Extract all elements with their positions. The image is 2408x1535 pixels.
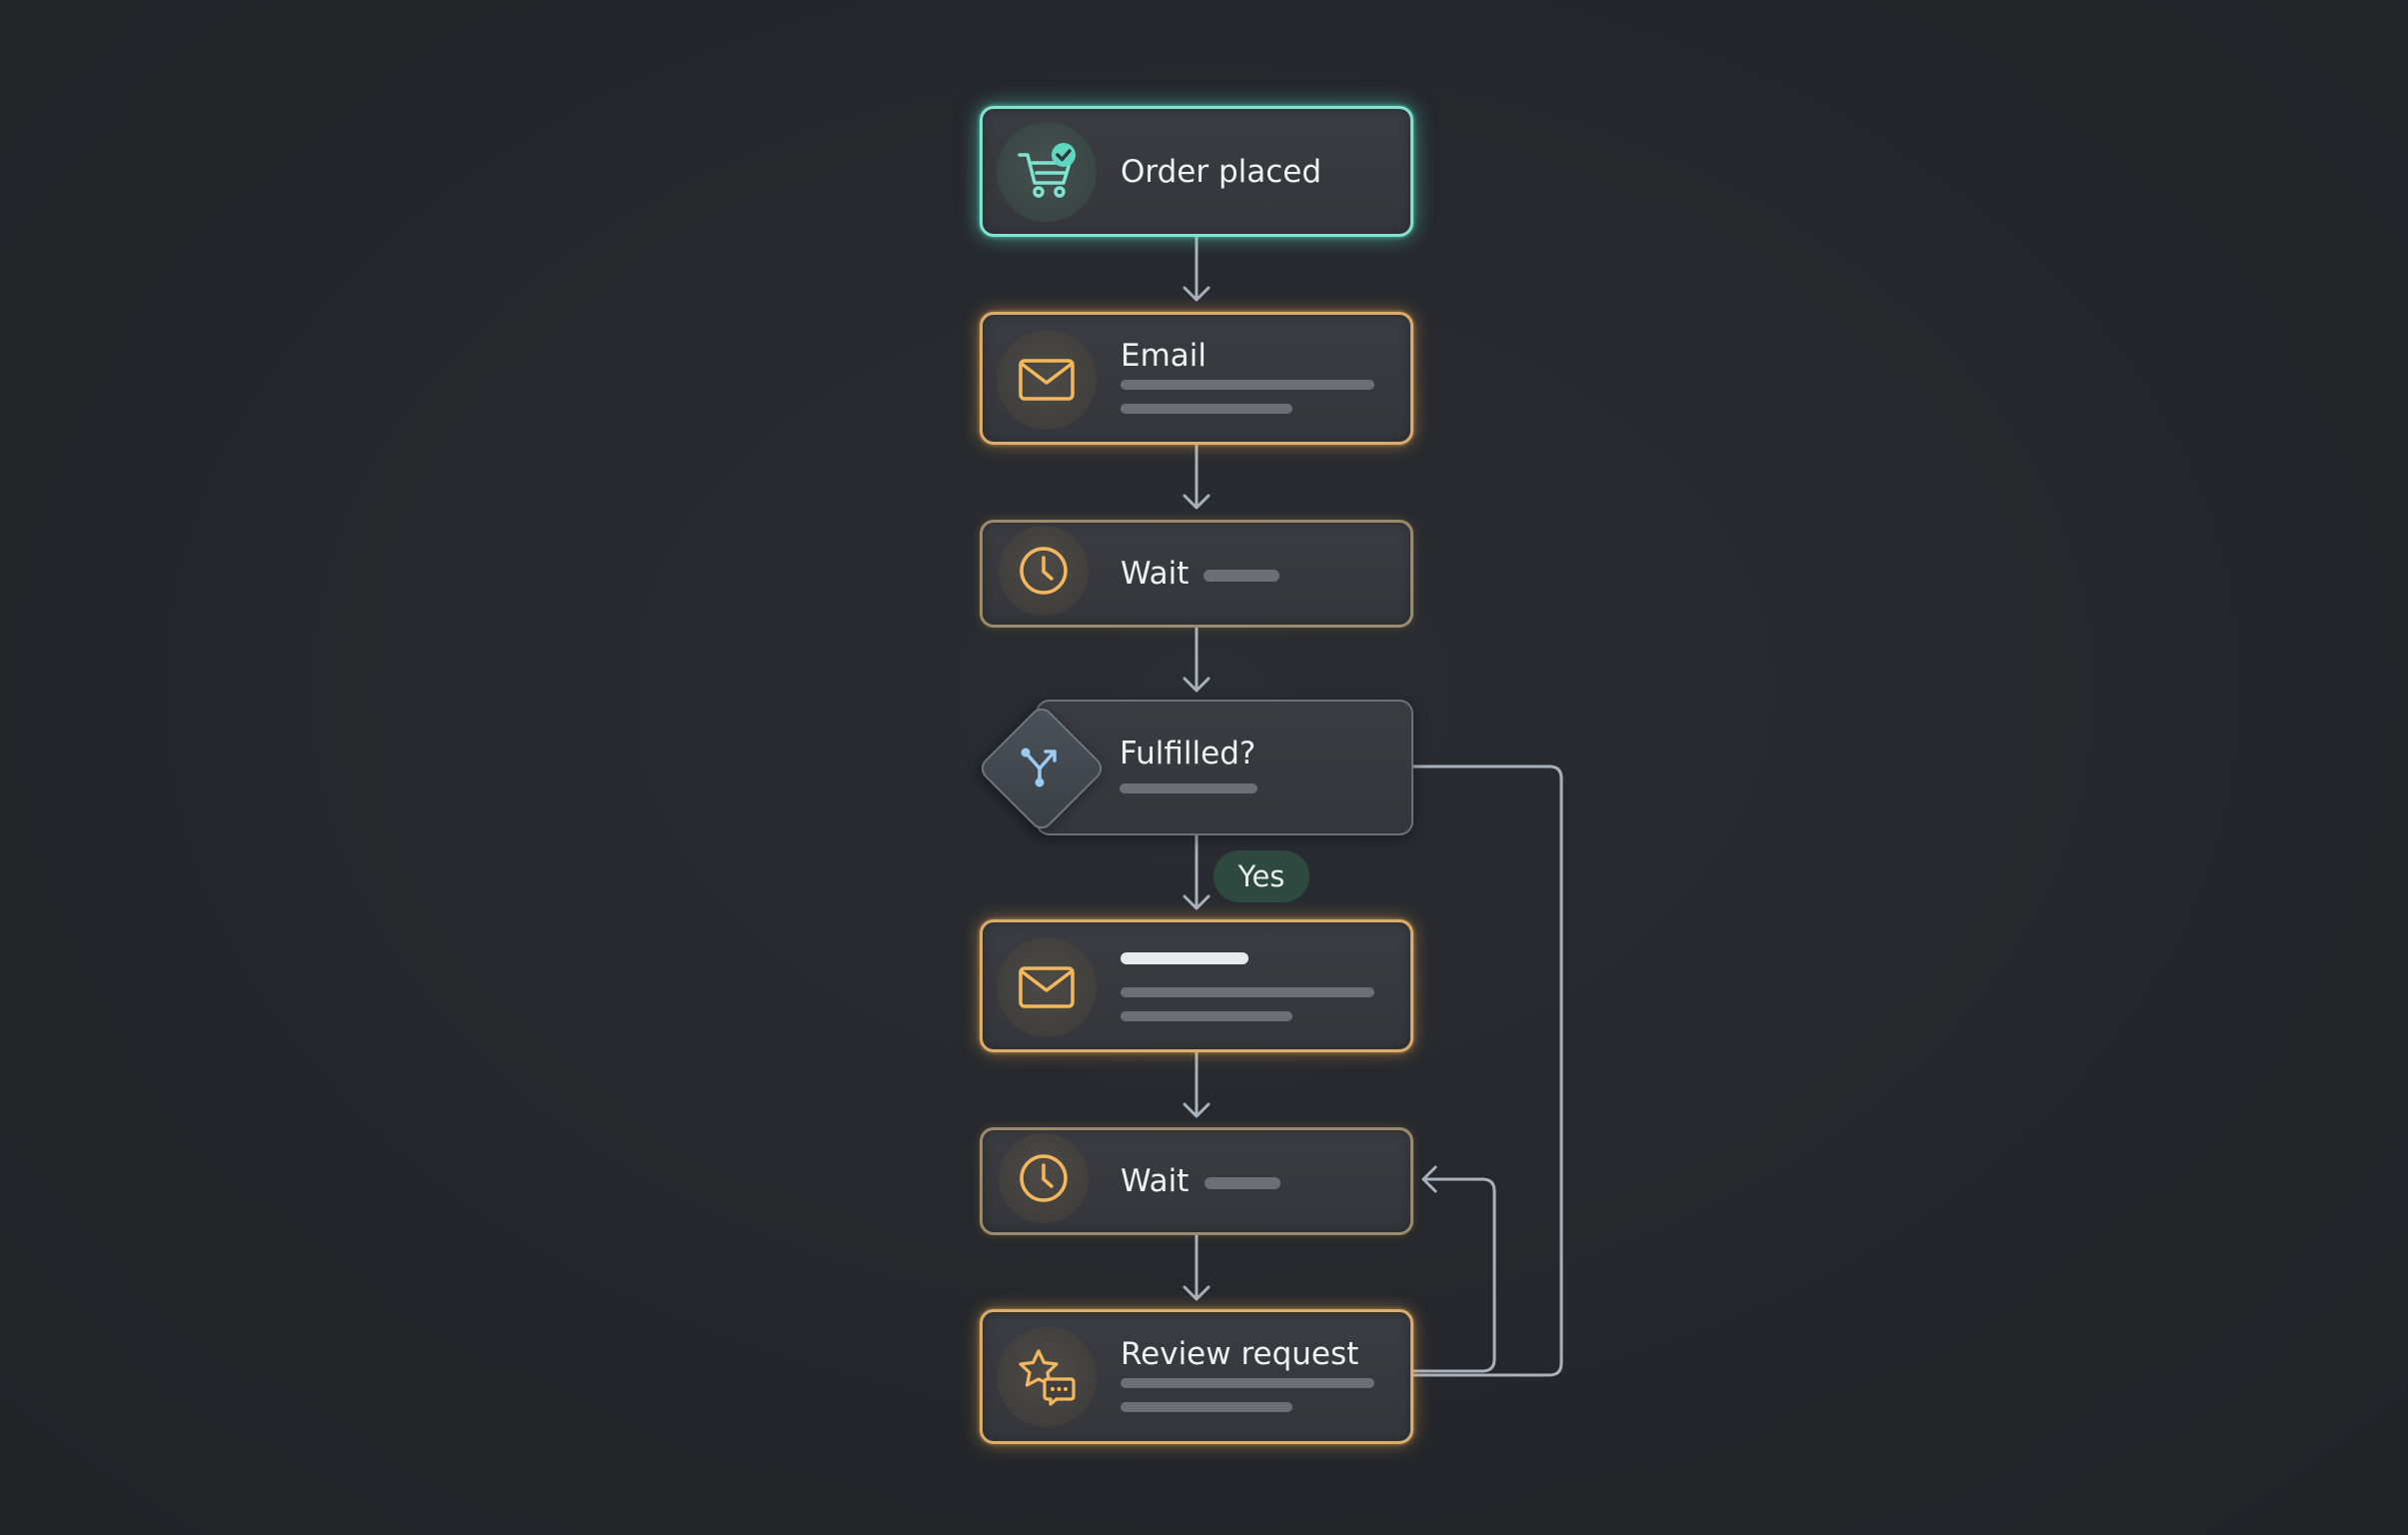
- wait-duration-placeholder: [1204, 1177, 1280, 1189]
- envelope-icon: [997, 330, 1097, 430]
- email-detail-line: [1121, 404, 1292, 414]
- envelope-icon: [997, 937, 1097, 1037]
- email-detail-line: [1121, 380, 1374, 390]
- connector-review-loop: [1411, 1165, 1496, 1373]
- email-detail-line: [1121, 1011, 1292, 1021]
- review-detail-line: [1121, 1378, 1374, 1388]
- wait-node[interactable]: Wait: [980, 1127, 1413, 1235]
- connector-email-to-wait: [1183, 443, 1210, 510]
- fulfilled-label: Fulfilled?: [1120, 736, 1256, 771]
- review-detail-line: [1121, 1402, 1292, 1412]
- wait-label: Wait: [1121, 556, 1190, 592]
- yes-branch-badge: Yes: [1213, 850, 1309, 902]
- connector-wait-to-decision: [1183, 626, 1210, 693]
- branch-split-icon: [1005, 732, 1075, 801]
- connector-wait2-to-review: [1183, 1233, 1210, 1301]
- star-chat-icon: [997, 1327, 1097, 1427]
- review-request-node[interactable]: Review request: [980, 1309, 1413, 1444]
- email-node[interactable]: Email: [980, 312, 1413, 445]
- connector-order-to-email: [1183, 235, 1210, 302]
- fulfilled-detail-line: [1120, 783, 1257, 793]
- connector-decision-yes: [1183, 833, 1210, 910]
- wait-node[interactable]: Wait: [980, 520, 1413, 628]
- clock-icon: [999, 526, 1089, 616]
- wait-label: Wait: [1121, 1163, 1190, 1199]
- order-placed-node[interactable]: Order placed: [980, 106, 1413, 237]
- review-request-label: Review request: [1121, 1336, 1359, 1372]
- shopping-cart-check-icon: [997, 122, 1097, 222]
- email-node[interactable]: [980, 919, 1413, 1052]
- email-label: Email: [1121, 338, 1207, 374]
- email-detail-line: [1121, 987, 1374, 997]
- connector-email2-to-wait2: [1183, 1050, 1210, 1118]
- wait-duration-placeholder: [1204, 570, 1279, 582]
- order-placed-label: Order placed: [1121, 154, 1322, 190]
- clock-icon: [999, 1133, 1089, 1223]
- email-subject-placeholder: [1121, 952, 1248, 964]
- connector-decision-no-branch: [1411, 765, 1563, 1377]
